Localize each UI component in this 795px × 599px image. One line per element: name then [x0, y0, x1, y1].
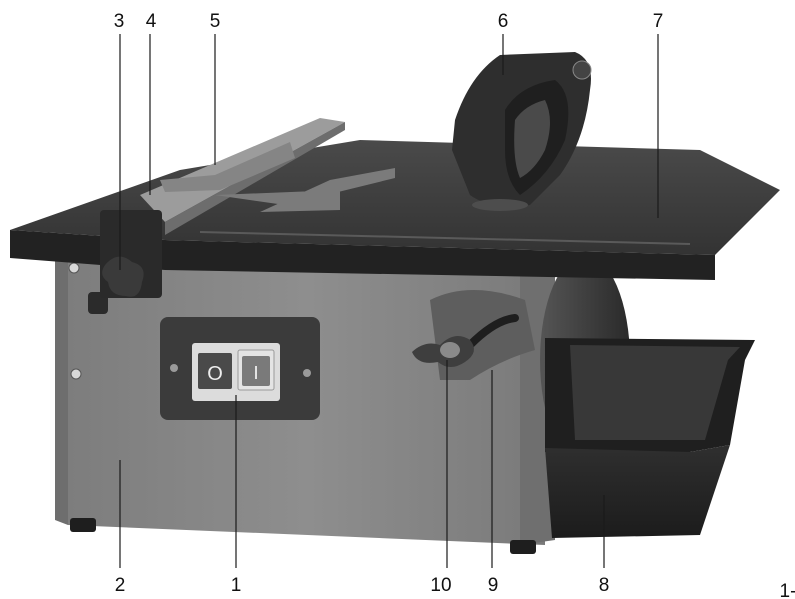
screw-lower	[70, 368, 82, 380]
callout-10: 10	[430, 575, 451, 596]
water-tray	[545, 338, 755, 538]
switch-off-symbol: O	[207, 363, 223, 385]
tilt-bracket	[412, 290, 535, 380]
body-left-face	[55, 255, 68, 525]
foot-left	[70, 518, 96, 532]
knob-3-wing	[102, 256, 144, 297]
fence-block	[160, 142, 295, 192]
leader-lines	[119, 34, 659, 568]
plate-screw-right	[303, 369, 311, 377]
guard-base	[472, 199, 528, 211]
tray-inner	[570, 345, 740, 440]
callout-5: 5	[210, 11, 221, 32]
callout-numbers: 1 2 3 4 5 6 7 8 9 10 1-	[114, 11, 795, 599]
fence-lock-knob	[102, 256, 144, 297]
callout-1: 1	[231, 575, 242, 596]
callout-8: 8	[599, 575, 610, 596]
tilt-slot	[466, 314, 519, 349]
switch-on-symbol: I	[253, 363, 258, 383]
callout-9: 9	[488, 575, 499, 596]
fence-rail-side	[165, 122, 345, 235]
angle-guide	[215, 168, 395, 212]
callout-4: 4	[146, 11, 157, 32]
switch-on-rocker	[242, 356, 270, 386]
callout-2: 2	[115, 575, 126, 596]
switch-panel: O I	[160, 317, 320, 420]
blade-guard	[452, 52, 592, 211]
screw-upper	[68, 262, 80, 274]
knob-10-hub	[440, 342, 460, 358]
table-front-edge	[10, 230, 715, 280]
callout-6: 6	[498, 11, 509, 32]
plate-screw-left	[170, 364, 178, 372]
guard-window	[514, 100, 550, 178]
tray-front	[545, 445, 730, 538]
rip-fence	[100, 118, 395, 298]
switch-off-button	[198, 353, 232, 389]
foot-right	[510, 540, 536, 554]
corner-mark: 1-	[780, 581, 795, 599]
callout-3: 3	[114, 11, 125, 32]
callout-7: 7	[653, 11, 664, 32]
table-slot	[199, 231, 691, 245]
guard-pivot	[572, 60, 592, 80]
